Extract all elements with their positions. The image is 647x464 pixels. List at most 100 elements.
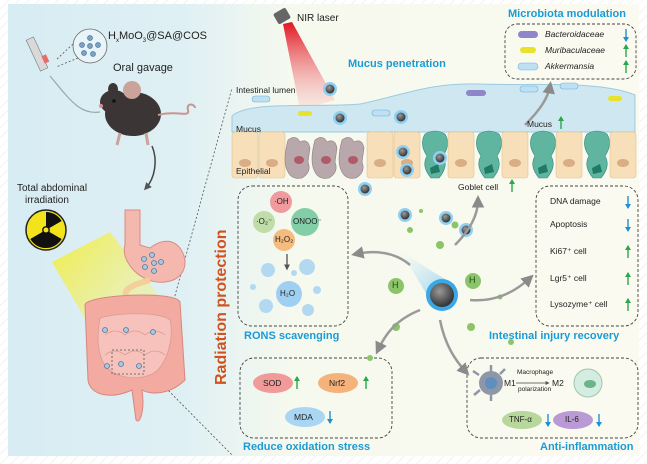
up-arrow-icon (623, 44, 629, 57)
mda-oval (285, 407, 325, 427)
mucus-increase-label: Mucus (527, 119, 553, 129)
bacteria (251, 82, 622, 117)
nir-laser-icon (273, 8, 335, 110)
down-arrow-icon (596, 414, 602, 427)
epithelial-cell (366, 131, 394, 179)
epithelial-cell (258, 131, 286, 179)
nanoparticle (394, 110, 408, 124)
radiation-hazard-icon (25, 209, 67, 251)
damaged-cell (284, 137, 311, 179)
mucus-label: Mucus (236, 124, 262, 134)
injury-box (535, 185, 639, 327)
up-arrow-icon (558, 116, 564, 129)
inflammation-box (466, 357, 639, 439)
nanoparticle (439, 211, 453, 225)
m1-macrophage-icon (472, 365, 506, 401)
mouse-illustration (99, 81, 196, 146)
nir-laser-label: NIR laser (297, 13, 339, 24)
microbiota-symbols (517, 31, 539, 71)
nrf2-label: Nrf2 (329, 378, 346, 388)
nanoparticle (396, 145, 410, 159)
polarization-label: polarization (518, 386, 552, 393)
hydrogen-label: H (392, 280, 399, 290)
up-arrow-icon (625, 272, 631, 285)
injury-item: Ki67⁺ cell (550, 246, 587, 256)
oxidation-title: Reduce oxidation stress (243, 441, 371, 453)
nanoparticle-magnifier (55, 28, 108, 68)
rons-oh: ·OH (274, 197, 289, 206)
macrophage-label: Macrophage (517, 369, 554, 376)
sod-label: SOD (263, 378, 282, 388)
epithelial-cells (231, 130, 637, 179)
tnf-oval (502, 411, 542, 429)
microbiota-item: Akkermansia (545, 61, 595, 71)
microbiota-box (504, 23, 637, 80)
central-nanoparticle (400, 250, 458, 311)
goblet-cell (584, 130, 610, 179)
compound-label: HxMoO3@SA@COS (108, 30, 207, 45)
nanoparticle (323, 82, 337, 96)
sod-oval (253, 373, 293, 393)
nanoparticle (398, 208, 412, 222)
syringe-icon (25, 36, 101, 113)
injury-item: Lysozyme⁺ cell (550, 299, 608, 309)
epithelial-cell (447, 131, 475, 179)
down-arrow-icon (545, 414, 551, 427)
rons-box (237, 185, 349, 327)
microbiota-title: Microbiota modulation (508, 8, 626, 20)
up-arrow-icon (623, 60, 629, 73)
m1-label: M1 (504, 378, 516, 388)
injury-item: Lgr5⁺ cell (550, 273, 587, 283)
il6-oval (553, 411, 593, 429)
mucus-layer (231, 83, 636, 133)
il6-label: IL-6 (565, 415, 579, 424)
rons-h2o2: H₂O₂ (275, 235, 294, 244)
nanoparticle (400, 163, 414, 177)
nanoparticle (433, 151, 447, 165)
gastrointestinal-tract (84, 209, 186, 422)
up-arrow-icon (509, 179, 515, 192)
oral-gavage-label: Oral gavage (113, 62, 173, 74)
inflammation-title: Anti-inflammation (540, 441, 634, 453)
microbiota-item: Bacteroidaceae (545, 29, 605, 39)
up-arrow-icon (625, 245, 631, 258)
effect-arrows (351, 81, 555, 376)
irradiation-label-line2: irradiation (25, 195, 69, 206)
radiation-protection-label: Radiation protection (213, 229, 230, 385)
epithelial-cell (231, 131, 259, 179)
goblet-cell (530, 130, 556, 179)
nanoparticle (333, 111, 347, 125)
down-arrow-icon (623, 29, 629, 42)
rons-peroxynitrite: ONOO⁻ (293, 217, 322, 226)
microbiota-item: Muribaculaceae (545, 45, 606, 55)
rons-water: H₂O (280, 289, 296, 298)
mucus-penetration-label: Mucus penetration (348, 58, 446, 70)
epithelial-cell (501, 131, 529, 179)
down-arrow-icon (625, 196, 631, 209)
up-arrow-icon (294, 376, 300, 389)
oxidation-box (239, 357, 393, 439)
down-arrow-icon (625, 219, 631, 232)
rons-superoxide: ·O₂⁻ (256, 217, 273, 226)
goblet-cell (476, 130, 502, 179)
epithelial-cell (555, 131, 583, 179)
damaged-cell (311, 137, 338, 179)
rons-species-bubbles (250, 191, 321, 316)
down-arrow-icon (327, 411, 333, 424)
m2-macrophage-icon (573, 368, 603, 398)
injury-item: DNA damage (550, 196, 601, 206)
up-arrow-icon (625, 298, 631, 311)
injury-item: Apoptosis (550, 219, 588, 229)
goblet-cell-label: Goblet cell (458, 182, 499, 192)
nanoparticle (358, 182, 372, 196)
hydrogen-label: H (469, 275, 476, 285)
nrf2-oval (318, 373, 358, 393)
tnf-label: TNF-α (509, 415, 532, 424)
up-arrow-icon (363, 376, 369, 389)
mda-label: MDA (294, 412, 313, 422)
trend-arrows (294, 29, 631, 427)
irradiation-label-line1: Total abdominal (17, 183, 88, 194)
m2-label: M2 (552, 378, 564, 388)
injury-title: Intestinal injury recovery (489, 330, 620, 342)
